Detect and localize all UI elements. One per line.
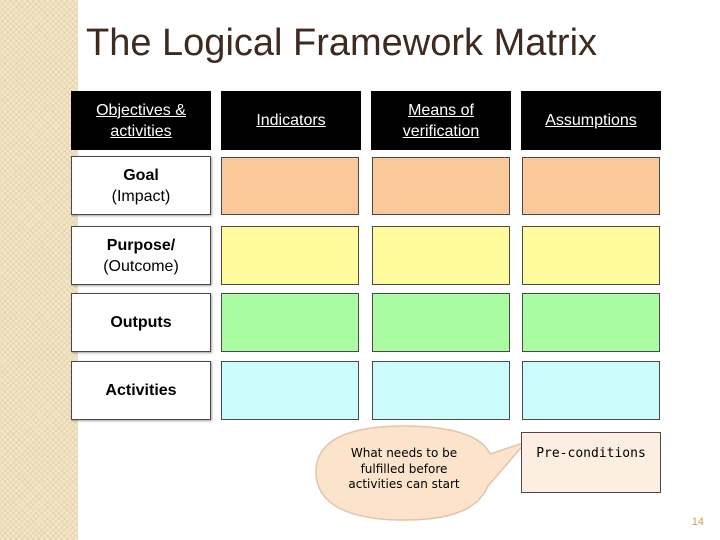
header-indicators: Indicators: [221, 91, 361, 150]
header-objectives-line1: Objectives &: [96, 101, 186, 119]
row-label-outputs: Outputs: [71, 293, 211, 352]
purpose-assumptions-cell: [522, 226, 660, 285]
goal-means-cell: [372, 157, 510, 215]
row-purpose-line2: (Outcome): [103, 257, 179, 275]
purpose-indicators-cell: [221, 226, 359, 285]
slide-title: The Logical Framework Matrix: [86, 22, 598, 64]
header-means-of-verification: Means of verification: [371, 91, 511, 150]
callout-bubble: [315, 425, 529, 521]
preconditions-label: Pre-conditions: [536, 446, 646, 461]
row-purpose-line1: Purpose/: [106, 236, 176, 254]
header-indicators-label: Indicators: [256, 112, 326, 129]
row-activities-label: Activities: [105, 382, 177, 399]
callout-text: What needs to be fulfilled before activi…: [348, 446, 460, 491]
header-assumptions-label: Assumptions: [545, 112, 637, 129]
page-number: 14: [691, 516, 704, 528]
header-objectives-line2: activities: [110, 122, 172, 140]
outputs-means-cell: [372, 293, 510, 352]
goal-indicators-cell: [221, 157, 359, 215]
header-means-line1: Means of: [408, 101, 474, 119]
activities-indicators-cell: [221, 361, 359, 420]
row-goal-line2: (Impact): [111, 187, 171, 205]
purpose-means-cell: [372, 226, 510, 285]
side-decoration-stripe: [0, 0, 78, 540]
header-assumptions: Assumptions: [521, 91, 661, 150]
activities-assumptions-cell: [522, 361, 660, 420]
row-label-purpose: Purpose/ (Outcome): [71, 226, 211, 285]
preconditions-box: Pre-conditions: [521, 432, 661, 493]
row-label-activities: Activities: [71, 361, 211, 420]
activities-means-cell: [372, 361, 510, 420]
outputs-assumptions-cell: [522, 293, 660, 352]
outputs-indicators-cell: [221, 293, 359, 352]
header-means-line2: verification: [402, 122, 480, 140]
goal-assumptions-cell: [522, 157, 660, 215]
row-goal-line1: Goal: [123, 166, 159, 184]
row-outputs-label: Outputs: [110, 314, 172, 331]
header-objectives: Objectives & activities: [71, 91, 211, 150]
row-label-goal: Goal (Impact): [71, 156, 211, 215]
